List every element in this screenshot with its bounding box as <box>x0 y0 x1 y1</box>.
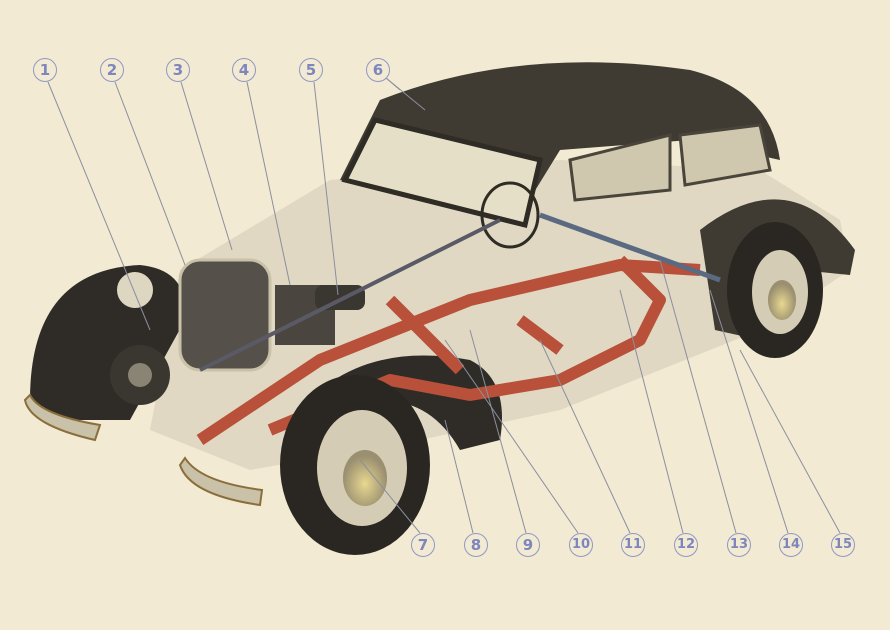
headlight <box>113 268 157 312</box>
callout-4: 4 <box>232 58 256 82</box>
callout-11: 11 <box>621 533 645 557</box>
radiator-grille <box>178 258 272 372</box>
side-window <box>568 133 672 202</box>
callout-12: 12 <box>674 533 698 557</box>
leader-lines <box>47 77 841 534</box>
callout-7: 7 <box>411 533 435 557</box>
steering-wheel <box>480 181 540 249</box>
windshield <box>341 117 543 229</box>
callout-14: 14 <box>779 533 803 557</box>
callout-2: 2 <box>100 58 124 82</box>
rear-window <box>678 123 772 187</box>
front-wheel <box>280 375 430 555</box>
callout-5: 5 <box>299 58 323 82</box>
chassis-frame <box>196 255 701 445</box>
front-bumper-right <box>178 456 264 507</box>
callout-6: 6 <box>366 58 390 82</box>
callout-3: 3 <box>166 58 190 82</box>
callout-13: 13 <box>727 533 751 557</box>
callout-1: 1 <box>33 58 57 82</box>
callout-15: 15 <box>831 533 855 557</box>
callout-10: 10 <box>569 533 593 557</box>
rear-wheel <box>727 222 823 358</box>
front-left-brake <box>110 345 170 405</box>
callout-8: 8 <box>464 533 488 557</box>
front-bumper-left <box>23 393 102 442</box>
callout-9: 9 <box>516 533 540 557</box>
